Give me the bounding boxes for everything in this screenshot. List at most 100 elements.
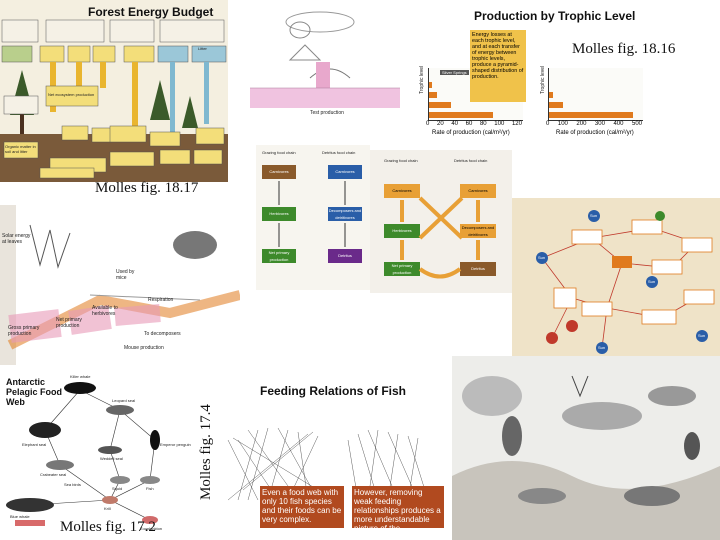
antarctic-label-fish: Fish bbox=[146, 486, 154, 491]
trophic-sublabel-left: Silver Springs bbox=[440, 70, 469, 75]
network-node-4: Sun bbox=[598, 345, 606, 350]
rbox-carnivores-a: Carnivores bbox=[384, 184, 420, 198]
caption-fig-18-17: Molles fig. 18.17 bbox=[95, 180, 199, 196]
trophic-bar-2 bbox=[429, 102, 451, 108]
caption-fig-17-2: Molles fig. 17.2 bbox=[60, 519, 156, 535]
trophic-ylabel-right: Trophic level bbox=[540, 65, 546, 94]
box-carnivores-b: Carnivores bbox=[328, 165, 362, 179]
antarctic-label-elephant-seal: Elephant seal bbox=[22, 442, 47, 447]
solar-energy-panel: Solar energy at leaves Gross primary pro… bbox=[0, 205, 240, 365]
box-carnivores-a: Carnivores bbox=[262, 165, 296, 179]
feeding-fish-note-right: However, removing weak feeding relations… bbox=[352, 486, 444, 528]
tick-label: 20 bbox=[436, 121, 444, 127]
trophic-sketch bbox=[250, 11, 400, 108]
feeding-fish-panel: Feeding Relations of Fish Even a food we… bbox=[218, 360, 450, 540]
food-chain-right-arrows bbox=[400, 196, 480, 279]
tick-label: 500 bbox=[631, 121, 642, 127]
trophic-bar-3 bbox=[429, 92, 437, 98]
tick-label: 0 bbox=[546, 121, 550, 127]
trophic-title: Production by Trophic Level bbox=[474, 9, 636, 23]
network-node-2: Sun bbox=[538, 255, 546, 260]
rbox-carnivores-b: Carnivores bbox=[460, 184, 496, 198]
trophic-ticks-right: 0 100 200 300 400 500 bbox=[546, 121, 642, 127]
forest-energy-title: Forest Energy Budget bbox=[88, 5, 214, 19]
tick-label: 400 bbox=[613, 121, 624, 127]
trophic-bar-1 bbox=[429, 112, 493, 118]
trophic-xlabel-right: Rate of production (cal/m²/yr) bbox=[556, 130, 634, 136]
available-label: Available to herbivores bbox=[92, 305, 118, 317]
antarctic-web-panel: Antarctic Pelagic Food Web Killer whal bbox=[0, 370, 200, 540]
tick-label: 300 bbox=[594, 121, 605, 127]
food-chain-head-a: Grazing food chain bbox=[262, 150, 296, 155]
rbox-herbivores-a: Herbivores bbox=[384, 224, 420, 238]
feeding-fish-title: Feeding Relations of Fish bbox=[260, 384, 407, 398]
used-by-mice-label: Used by mice bbox=[116, 269, 135, 281]
antarctic-label-sea-birds: Sea birds bbox=[64, 482, 81, 487]
trophic-callout: Energy losses at each trophic level, and… bbox=[470, 30, 526, 102]
tick-label: 100 bbox=[494, 121, 505, 127]
mouse-production-label: Mouse production bbox=[124, 345, 164, 351]
tick-label: 0 bbox=[426, 121, 430, 127]
network-diagram bbox=[536, 210, 715, 354]
box-decomposers-b: Decomposers and detritivores bbox=[328, 207, 362, 221]
food-chain-left-panel: Grazing food chain Detritus food chain C… bbox=[256, 145, 370, 290]
network-node-3: Sun bbox=[648, 279, 656, 284]
solar-energy-diagram bbox=[0, 205, 240, 365]
food-chain-right-panel: Grazing food chain Detritus food chain C… bbox=[370, 150, 512, 293]
antarctic-label-crabeater-seal: Crabeater seal bbox=[40, 472, 67, 477]
respiration-label: Respiration bbox=[148, 297, 174, 303]
feeding-fish-note-left: Even a food web with only 10 fish specie… bbox=[260, 486, 344, 528]
caption-fig-18-16: Molles fig. 18.16 bbox=[572, 41, 676, 57]
antarctic-label-emperor-penguin: Emperor penguin bbox=[160, 442, 191, 447]
box-herbivores-a: Herbivores bbox=[262, 207, 296, 221]
antarctic-label-blue-whale: Blue whale bbox=[10, 514, 30, 519]
trophic-bar-r1 bbox=[549, 112, 633, 118]
tick-label: 100 bbox=[557, 121, 568, 127]
trophic-bar-r2 bbox=[549, 102, 563, 108]
network-node-1: Sun bbox=[590, 213, 598, 218]
network-panel: Sun Sun Sun Sun Sun bbox=[512, 198, 720, 356]
decomposers-label: To decomposers bbox=[144, 331, 181, 337]
organic-matter-label: Organic matter in soil and litter bbox=[5, 144, 36, 154]
antarctic-label-zooplankton: Zooplankton bbox=[140, 526, 163, 531]
food-chain-left-arrows bbox=[278, 181, 346, 247]
antarctic-label-krill: Krill bbox=[104, 506, 111, 511]
rbox-detritus-b: Detritus bbox=[460, 262, 496, 276]
tick-label: 60 bbox=[465, 121, 473, 127]
rbox-decomposers-b: Decomposers and detritivores bbox=[460, 224, 496, 238]
tick-label: 200 bbox=[576, 121, 587, 127]
antarctic-label-squid: Squid bbox=[112, 486, 123, 491]
trophic-bar-4 bbox=[429, 82, 432, 88]
trophic-production-panel: Test production Production by Trophic Le… bbox=[230, 0, 720, 145]
box-detritus-b: Detritus bbox=[328, 249, 362, 263]
rbox-npp-a: Net primary production bbox=[384, 262, 420, 276]
net-primary-label: Net primary production bbox=[56, 317, 82, 329]
forest-energy-budget-panel: Forest Energy Budget bbox=[0, 0, 228, 182]
box-npp-a: Net primary production bbox=[262, 249, 296, 263]
feeding-fish-web bbox=[227, 427, 429, 501]
net-production-label: Net ecosystem production bbox=[48, 92, 95, 97]
litter-label: Litter bbox=[198, 46, 207, 51]
trophic-chart-right bbox=[548, 68, 643, 121]
gross-primary-label: Gross primary production bbox=[8, 325, 40, 337]
forest-energy-diagram bbox=[0, 19, 228, 182]
antarctic-label-killer-whale: Killer whale bbox=[70, 374, 91, 379]
food-chain-right-head-b: Detritus food chain bbox=[454, 158, 488, 163]
trophic-bottom-label: Test production bbox=[310, 110, 344, 116]
marine-illustration-panel bbox=[452, 356, 720, 540]
trophic-bar-r3 bbox=[549, 92, 553, 98]
antarctic-label-weddell-seal: Weddell seal bbox=[100, 456, 123, 461]
trophic-xlabel-left: Rate of production (cal/m²/yr) bbox=[432, 130, 510, 136]
antarctic-label-leopard-seal: Leopard seal bbox=[112, 398, 136, 403]
solar-energy-label: Solar energy at leaves bbox=[2, 233, 31, 245]
trophic-ticks-left: 0 20 40 60 80 100 120 bbox=[426, 121, 522, 127]
network-node-5: Sun bbox=[698, 333, 706, 338]
food-chain-head-b: Detritus food chain bbox=[322, 150, 356, 155]
trophic-ylabel-left: Trophic level bbox=[419, 65, 425, 94]
caption-fig-17-4: Molles fig. 17.4 bbox=[198, 404, 214, 500]
tick-label: 120 bbox=[511, 121, 522, 127]
antarctic-title: Antarctic Pelagic Food Web bbox=[6, 377, 63, 407]
tick-label: 80 bbox=[479, 121, 487, 127]
tick-label: 40 bbox=[451, 121, 458, 127]
marine-illustration bbox=[452, 375, 720, 540]
